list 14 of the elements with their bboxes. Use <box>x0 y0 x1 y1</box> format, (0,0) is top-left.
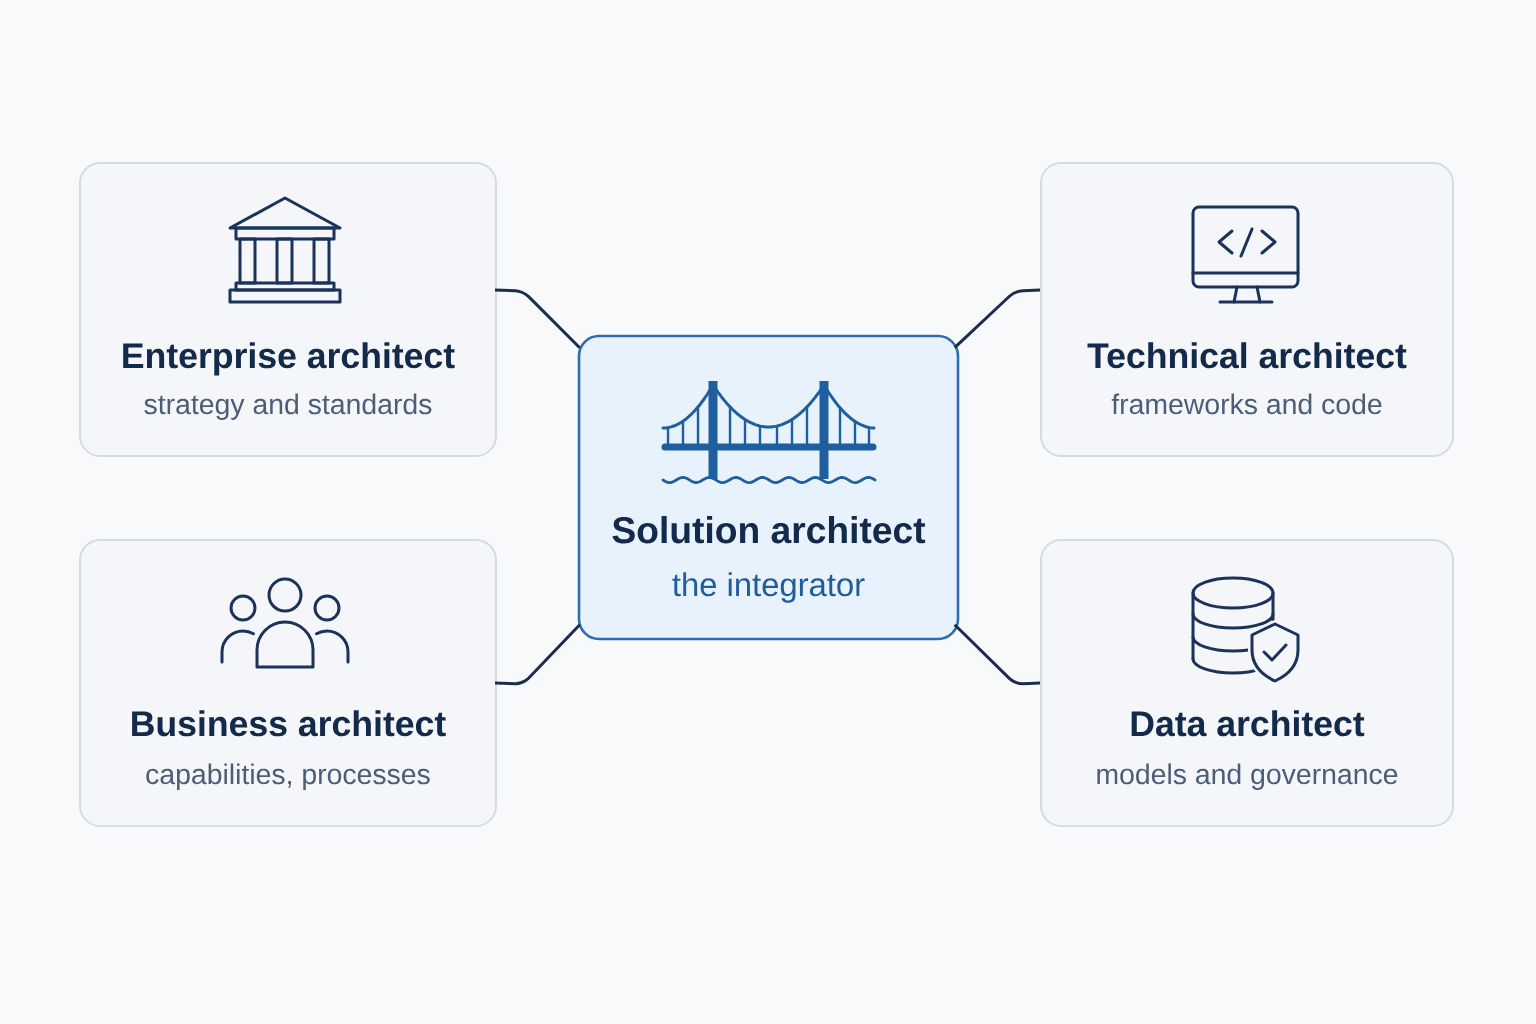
card-title: Enterprise architect <box>123 342 455 376</box>
connector-line <box>494 623 581 686</box>
card-title: Technical architect <box>1087 342 1407 369</box>
card-title: Data architect <box>1131 710 1365 737</box>
card-subtitle: the integrator <box>672 572 865 603</box>
connector-line <box>494 288 581 349</box>
connector-line <box>953 288 1041 349</box>
card-subtitle: frameworks and code <box>1111 393 1382 415</box>
connector-line <box>953 623 1041 686</box>
card-title: Solution architect <box>612 516 926 544</box>
card-subtitle: models and governance <box>1097 763 1398 790</box>
card-subtitle: capabilities, processes <box>146 763 430 790</box>
card-title: Business architect <box>132 710 446 737</box>
card-subtitle: strategy and standards <box>144 393 432 420</box>
